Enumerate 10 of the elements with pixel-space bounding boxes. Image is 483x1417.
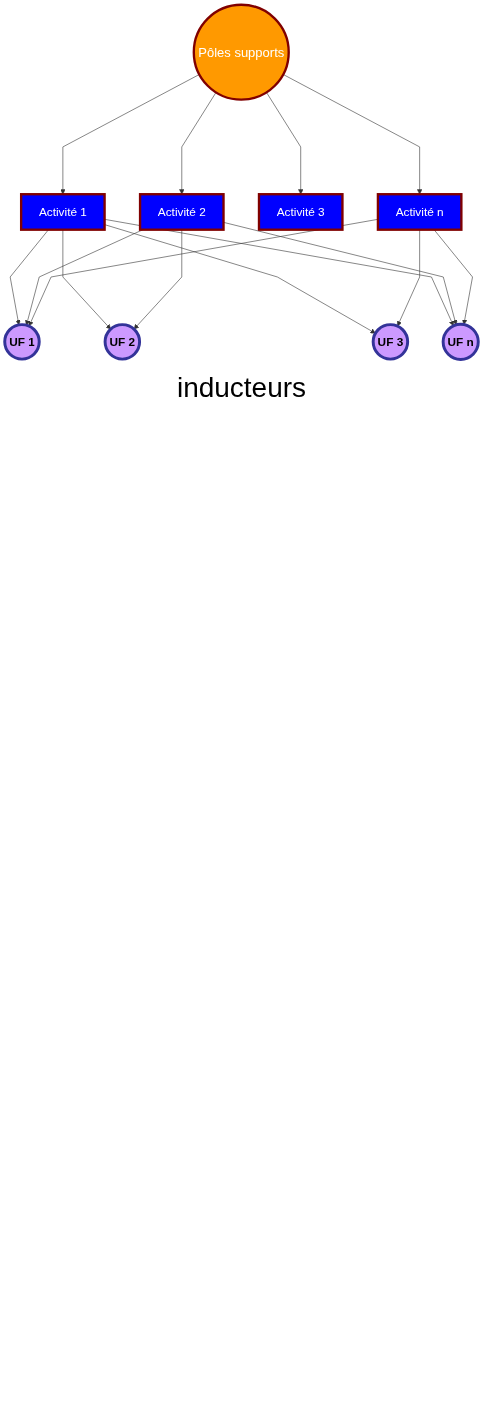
node-circle: Pôles supports: [192, 3, 290, 101]
node-circle: UF 1: [3, 323, 41, 361]
node-box: Activité 3: [257, 193, 344, 231]
node-circle: UF 2: [103, 323, 142, 361]
node-box: Activité 2: [138, 193, 225, 231]
note-text: inducteurs: [175, 372, 308, 405]
node-box: Activité n: [376, 193, 463, 231]
node-circle: UF 3: [371, 323, 410, 361]
node-circle: UF n: [441, 322, 480, 361]
node-box: Activité 1: [19, 193, 106, 231]
